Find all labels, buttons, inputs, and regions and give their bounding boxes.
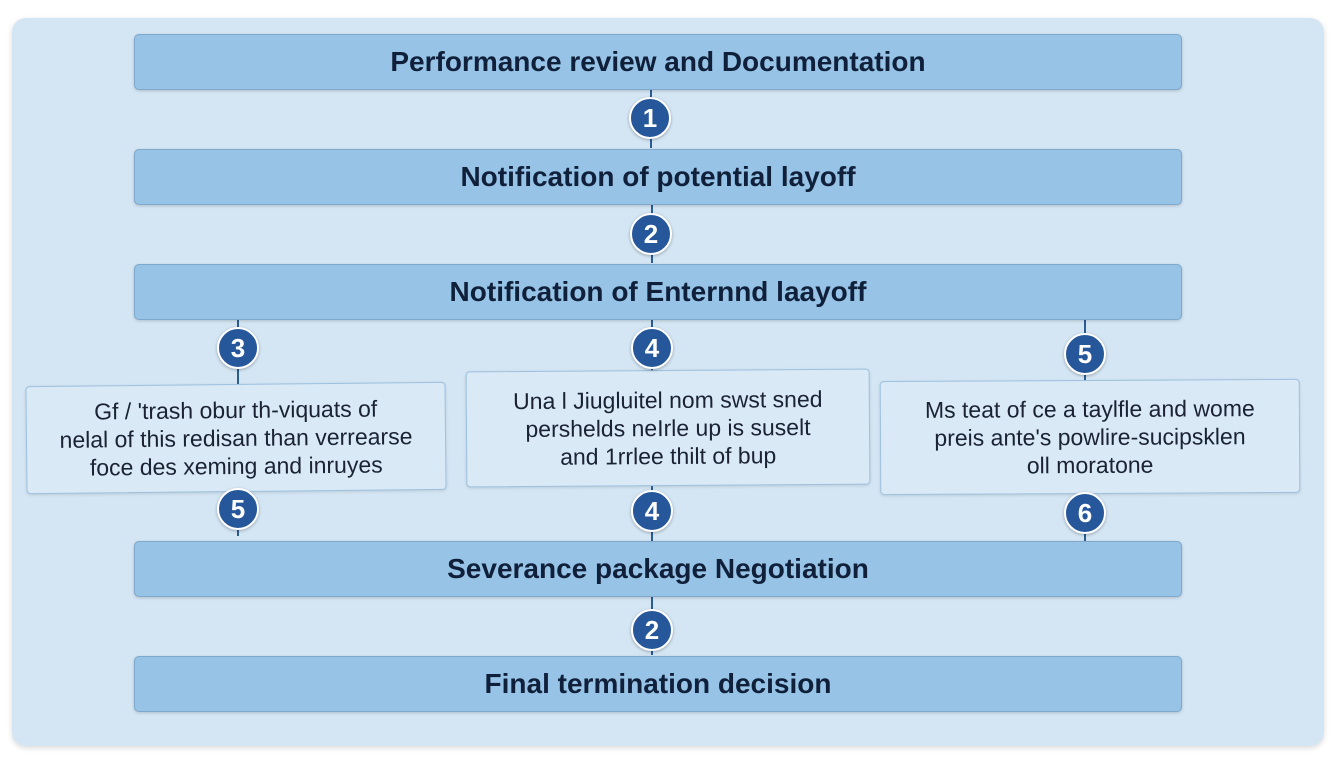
branch-box-left-line-3: foce des xeming and inruyes xyxy=(89,451,383,481)
branch-box-left-line-2: nelal of this redisan than verrearse xyxy=(59,423,413,453)
branch-box-right-line-1: Ms teat of ce a taylfle and wome xyxy=(924,395,1255,423)
step-final-termination: Final termination decision xyxy=(134,656,1182,712)
step-number-badge-1: 1 xyxy=(629,97,671,139)
branch-badge-mid-top: 4 xyxy=(631,327,673,369)
branch-box-middle-line-1: Una l Jiugluitel nom swst sned xyxy=(513,385,823,415)
branch-box-middle: Una l Jiugluitel nom swst sned pershelds… xyxy=(465,368,871,488)
step-final-termination-label: Final termination decision xyxy=(484,668,832,699)
branch-badge-left-top: 3 xyxy=(217,327,259,369)
step-performance-review-label: Performance review and Documentation xyxy=(390,46,926,77)
branch-badge-right-bottom: 6 xyxy=(1064,492,1106,534)
branch-box-left: Gf / 'trash obur th-viquats of nelal of … xyxy=(25,381,447,495)
step-severance-negotiation: Severance package Negotiation xyxy=(134,541,1182,597)
branch-box-right-line-2: preis ante's powlire-sucipsklen xyxy=(934,423,1246,451)
branch-box-right: Ms teat of ce a taylfle and wome preis a… xyxy=(879,378,1301,496)
step-enternnd-layoff: Notification of Enternnd laayoff xyxy=(134,264,1182,320)
branch-box-middle-line-2: pershelds neIrle up is suselt xyxy=(525,414,811,442)
step-number-badge-2: 2 xyxy=(630,213,672,255)
branch-box-right-line-3: oll moratone xyxy=(1026,451,1154,479)
branch-badge-right-top: 5 xyxy=(1064,333,1106,375)
step-severance-negotiation-label: Severance package Negotiation xyxy=(447,553,869,584)
branch-badge-mid-bottom: 4 xyxy=(631,490,673,532)
step-number-badge-final: 2 xyxy=(631,609,673,651)
step-performance-review: Performance review and Documentation xyxy=(134,34,1182,90)
step-enternnd-layoff-label: Notification of Enternnd laayoff xyxy=(449,276,867,307)
branch-badge-left-bottom: 5 xyxy=(217,488,259,530)
branch-box-left-line-1: Gf / 'trash obur th-viquats of xyxy=(94,395,378,425)
step-potential-layoff-label: Notification of potential layoff xyxy=(460,161,856,192)
step-potential-layoff: Notification of potential layoff xyxy=(134,149,1182,205)
branch-box-middle-line-3: and 1rrlee thilt of bup xyxy=(560,442,777,470)
